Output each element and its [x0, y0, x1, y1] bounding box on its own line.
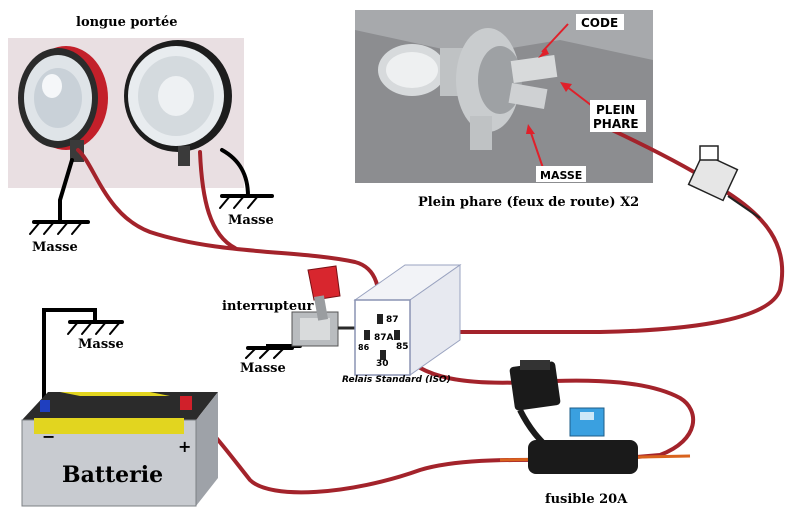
label-masse-switch: Masse: [240, 361, 286, 376]
relay-pin-87: 87: [386, 315, 399, 325]
label-interrupteur: interrupteur: [222, 299, 314, 314]
label-fusible: fusible 20A: [545, 492, 628, 507]
wires: [76, 128, 785, 495]
label-plein-line2: PHARE: [593, 117, 639, 131]
right-headlight: [124, 40, 232, 166]
ground-symbols: [29, 148, 302, 400]
headlights-photo: [8, 38, 244, 188]
battery-minus: −: [42, 427, 55, 446]
relay-pin-30: 30: [376, 359, 389, 369]
bulb-connector: [687, 145, 761, 219]
label-longue-portee: longue portée: [76, 15, 178, 30]
label-code: CODE: [581, 16, 618, 30]
label-plein-phare-caption: Plein phare (feux de route) X2: [418, 195, 639, 210]
label-masse-battery: Masse: [78, 337, 124, 352]
label-relais: Relais Standard (ISO): [342, 375, 451, 385]
battery-plus: +: [178, 437, 191, 456]
label-masse-right: Masse: [228, 213, 274, 228]
label-masse-left: Masse: [32, 240, 78, 255]
label-masse-bulb: MASSE: [540, 169, 582, 182]
relay-pin-86: 86: [358, 343, 370, 352]
label-batterie: Batterie: [62, 462, 163, 488]
relay-pin-87a: 87A: [374, 333, 394, 343]
label-plein-line1: PLEIN: [596, 103, 635, 117]
toggle-switch[interactable]: [291, 265, 368, 347]
battery: [21, 392, 218, 507]
relay: [353, 264, 462, 376]
left-headlight: [18, 46, 108, 162]
bulb-photo: [355, 10, 653, 183]
fuse-holder: [509, 360, 638, 474]
relay-pin-85: 85: [396, 342, 409, 352]
